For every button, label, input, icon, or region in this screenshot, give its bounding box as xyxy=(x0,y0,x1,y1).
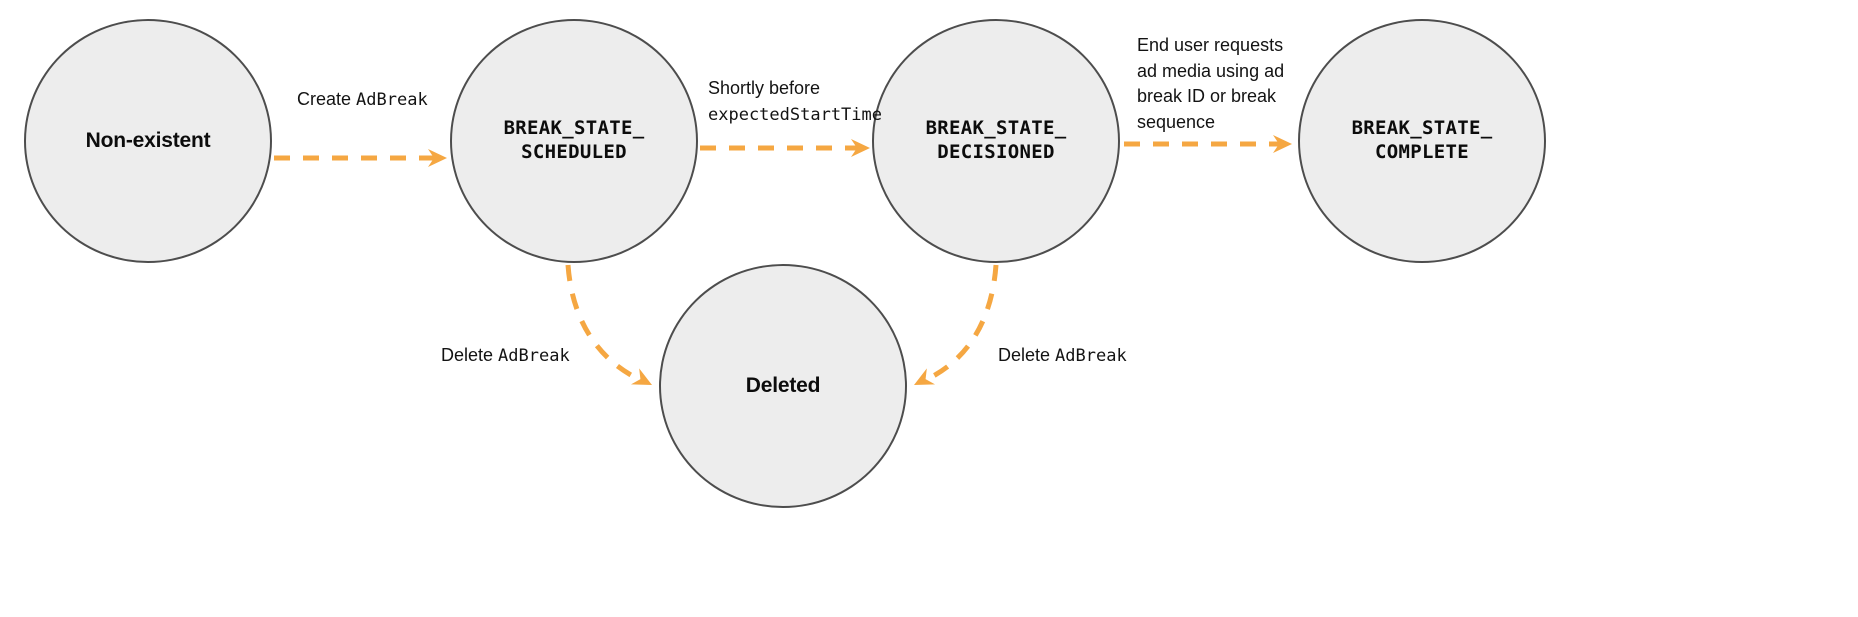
state-node-label: BREAK_STATE_ COMPLETE xyxy=(1351,117,1493,163)
edge-label-line: Delete AdBreak xyxy=(998,343,1127,369)
edge-label-delete-adbreak-from-scheduled: Delete AdBreak xyxy=(441,343,570,369)
edge-label-line: Shortly before xyxy=(708,76,882,102)
edge-arrowhead-delete-adbreak-from-scheduled xyxy=(630,368,652,385)
edge-label-run: AdBreak xyxy=(356,90,428,110)
edge-label-run: Shortly before xyxy=(708,78,821,98)
edge-path-delete-adbreak-from-scheduled xyxy=(565,264,646,385)
state-node-label: BREAK_STATE_ SCHEDULED xyxy=(503,117,645,163)
edge-label-shortly-before-expected-start-time: Shortly before expectedStartTime xyxy=(708,76,882,127)
state-node-break-state-decisioned[interactable]: BREAK_STATE_ DECISIONED xyxy=(872,19,1120,263)
edge-path-delete-adbreak-from-decisioned xyxy=(920,264,999,385)
edge-label-run: sequence xyxy=(1137,111,1216,132)
edge-label-end-user-requests-ad-media: End user requests ad media using ad break … xyxy=(1137,33,1284,135)
edge-label-delete-adbreak-from-decisioned: Delete AdBreak xyxy=(998,343,1127,369)
edge-label-line: Create AdBreak xyxy=(297,87,428,113)
edge-arrowhead-create-adbreak xyxy=(428,149,447,167)
state-node-label: Deleted xyxy=(745,373,821,397)
edge-label-run: Delete xyxy=(998,345,1056,365)
edge-label-run: break ID or break xyxy=(1137,86,1277,107)
edge-label-line: Delete AdBreak xyxy=(441,343,570,369)
edge-label-run: Create xyxy=(297,89,357,109)
edge-label-line: expectedStartTime xyxy=(708,102,882,128)
edge-arrowhead-shortly-before-expected-start-time xyxy=(851,139,870,157)
edge-label-run: End user requests xyxy=(1137,35,1284,55)
edge-arrowhead-delete-adbreak-from-decisioned xyxy=(914,368,936,385)
state-node-label: Non-existent xyxy=(85,128,211,152)
state-node-break-state-scheduled[interactable]: BREAK_STATE_ SCHEDULED xyxy=(450,19,698,263)
edge-label-line: sequence xyxy=(1137,110,1284,136)
edge-label-line: End user requests xyxy=(1137,33,1284,59)
edge-label-run: AdBreak xyxy=(498,346,570,366)
edge-arrowhead-end-user-requests-ad-media xyxy=(1273,135,1292,153)
edge-label-run: AdBreak xyxy=(1055,346,1127,366)
state-node-break-state-complete[interactable]: BREAK_STATE_ COMPLETE xyxy=(1298,19,1546,263)
state-node-deleted[interactable]: Deleted xyxy=(659,264,907,508)
edge-label-run: expectedStartTime xyxy=(708,104,882,125)
edge-label-create-adbreak: Create AdBreak xyxy=(297,87,428,113)
edge-label-run: Delete xyxy=(441,345,499,365)
state-node-non-existent[interactable]: Non-existent xyxy=(24,19,272,263)
edge-label-run: ad media using ad xyxy=(1137,60,1285,81)
edge-label-line: break ID or break xyxy=(1137,84,1284,110)
state-node-label: BREAK_STATE_ DECISIONED xyxy=(925,117,1067,163)
edge-label-line: ad media using ad xyxy=(1137,59,1284,85)
